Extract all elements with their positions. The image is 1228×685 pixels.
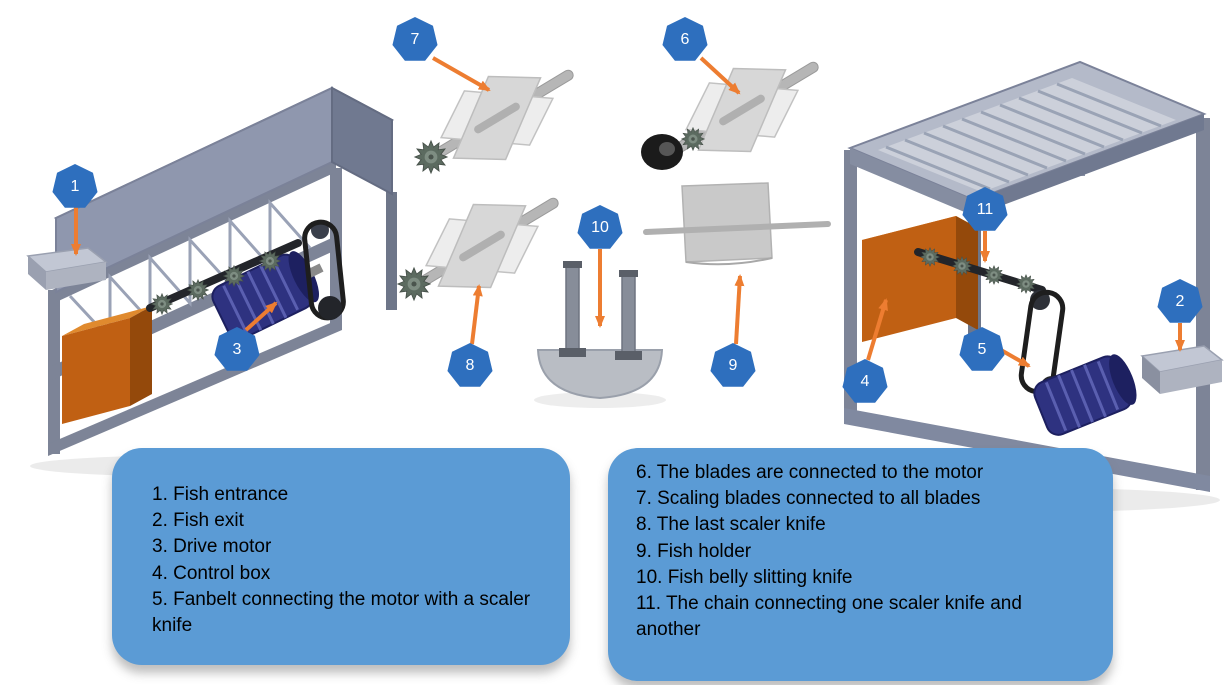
left-machine-leg [386, 192, 397, 310]
right-machine-leg [1196, 118, 1210, 490]
arrow-to-part-6 [699, 56, 741, 95]
serrated-tray [878, 78, 1176, 192]
motor-blade-unit-6 [641, 29, 839, 191]
legend-panel-left: 1. Fish entrance 2. Fish exit 3. Drive m… [112, 448, 570, 665]
legend-item-6: 6. The blades are connected to the motor [636, 462, 984, 483]
right-machine [844, 60, 1224, 492]
legend-item-10: 10. Fish belly slitting knife [636, 566, 853, 588]
last-scaler-knife-8 [385, 165, 579, 327]
right-motor [1033, 354, 1137, 436]
arrow-to-part-3 [244, 301, 278, 332]
arrow-to-part-5 [1000, 348, 1031, 368]
legend-item-1: 1. Fish entrance [152, 484, 289, 505]
legend-item-7: 7. Scaling blades connected to all blade… [636, 488, 981, 510]
legend-item-11: 11. The chain connecting one scaler knif… [636, 593, 1022, 641]
right-chain [914, 247, 1046, 294]
legend-panel-right: 6. The blades are connected to the motor… [608, 448, 1113, 681]
legend-item-8: 8. The last scaler knife [636, 514, 826, 536]
slitting-knife-9 [643, 182, 831, 266]
callout-arrows [71, 56, 1185, 368]
scaler-gear-icon [397, 267, 431, 301]
fish-holder-10 [536, 261, 664, 400]
left-control-box [62, 306, 152, 424]
left-chain [146, 239, 302, 315]
arrow-to-part-4 [866, 298, 888, 361]
fish-entrance-shelf [26, 247, 108, 290]
scaling-blade-unit-7 [400, 37, 594, 199]
legend-item-5: 5. Fanbelt connecting the motor with a s… [152, 588, 531, 637]
arrow-to-part-8 [470, 284, 483, 345]
arrow-to-part-9 [734, 274, 745, 345]
arrow-to-part-7 [432, 56, 491, 92]
right-machine-leg [844, 150, 857, 422]
left-fanbelt [302, 219, 346, 321]
legend-item-9: 9. Fish holder [636, 540, 752, 562]
legend-item-2: 2. Fish exit [152, 510, 244, 532]
legend-item-3: 3. Drive motor [152, 536, 272, 558]
left-machine [26, 86, 397, 456]
tray-slats [885, 82, 1162, 191]
legend-item-4: 4. Control box [152, 562, 271, 584]
